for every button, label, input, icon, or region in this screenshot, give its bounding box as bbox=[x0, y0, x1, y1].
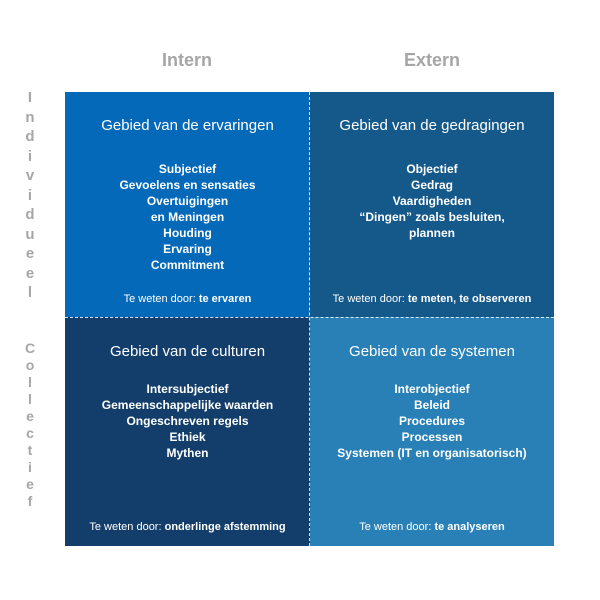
row-label-letter: e bbox=[25, 264, 35, 282]
footer-prefix: Te weten door: bbox=[89, 521, 165, 533]
quadrant-item: Vaardigheden bbox=[392, 194, 472, 208]
row-label-letter: t bbox=[27, 442, 33, 458]
footer-prefix: Te weten door: bbox=[359, 521, 435, 533]
quadrant-item: Subjectief bbox=[158, 162, 217, 176]
row-label-letter: l bbox=[27, 284, 33, 301]
quadrant-item: plannen bbox=[408, 226, 455, 240]
quadrant-item: Ongeschreven regels bbox=[126, 414, 249, 428]
row-label-letter: u bbox=[25, 225, 35, 243]
quadrant-item: Processen bbox=[401, 430, 463, 444]
row-label-letter: i bbox=[27, 186, 33, 204]
quadrant-item: Mythen bbox=[166, 446, 209, 460]
horizontal-divider bbox=[65, 317, 554, 318]
footer-prefix: Te weten door: bbox=[332, 293, 408, 305]
quadrant-footer: Te weten door: te ervaren bbox=[65, 293, 310, 305]
quadrant-title: Gebied van de systemen bbox=[349, 343, 515, 360]
row-label-letter: d bbox=[25, 128, 35, 145]
row-label-letter: i bbox=[27, 147, 33, 165]
quadrant-title: Gebied van de ervaringen bbox=[101, 117, 274, 134]
quadrant-footer: Te weten door: onderlinge afstemming bbox=[65, 521, 310, 533]
quadrant-item: Ethiek bbox=[169, 430, 206, 444]
quadrant-item: Gedrag bbox=[410, 178, 453, 192]
quadrant-item: en Meningen bbox=[150, 210, 225, 224]
footer-emphasis: te meten, te observeren bbox=[407, 293, 532, 305]
quadrant-item: Gevoelens en sensaties bbox=[119, 178, 256, 192]
row-label-letter: e bbox=[26, 408, 34, 424]
quadrant-footer: Te weten door: te analyseren bbox=[310, 521, 554, 533]
footer-prefix: Te weten door: bbox=[123, 293, 199, 305]
row-label-letter: d bbox=[25, 206, 35, 223]
row-label-letter: c bbox=[26, 425, 34, 441]
quadrant-title: Gebied van de gedragingen bbox=[339, 117, 525, 134]
column-header-intern: Intern bbox=[161, 50, 212, 70]
quadrant-item: Intersubjectief bbox=[146, 382, 229, 396]
row-label-letter: i bbox=[28, 459, 32, 475]
footer-emphasis: te analyseren bbox=[434, 521, 505, 533]
quadrant-item: Overtuigingen bbox=[146, 194, 229, 208]
vertical-divider bbox=[309, 92, 310, 546]
quadrant-item: Ervaring bbox=[163, 242, 212, 256]
row-label-letter: n bbox=[25, 108, 35, 126]
quadrant-title: Gebied van de culturen bbox=[109, 343, 266, 360]
quadrant-item: Gemeenschappelijke waarden bbox=[101, 398, 274, 412]
quadrant-item: Houding bbox=[163, 226, 212, 240]
row-label-letter: C bbox=[24, 340, 36, 356]
row-label-letter: e bbox=[25, 245, 35, 262]
quadrant-item: Systemen (IT en organisatorisch) bbox=[337, 446, 527, 460]
row-label-letter: v bbox=[25, 167, 35, 184]
footer-emphasis: te ervaren bbox=[198, 293, 252, 305]
row-label-letter: l bbox=[28, 374, 32, 390]
quadrant-item: “Dingen” zoals besluiten, bbox=[359, 210, 505, 224]
row-label-letter: f bbox=[27, 493, 33, 509]
footer-emphasis: onderlinge afstemming bbox=[164, 521, 286, 533]
row-label-letter: I bbox=[27, 89, 33, 106]
column-header-extern: Extern bbox=[403, 50, 461, 70]
row-label-letter: o bbox=[25, 357, 35, 373]
row-label-letter: e bbox=[26, 476, 34, 492]
quadrant-footer: Te weten door: te meten, te observeren bbox=[310, 293, 554, 305]
quadrant-item: Interobjectief bbox=[394, 382, 470, 396]
quadrant-item: Objectief bbox=[406, 162, 458, 176]
row-label-letter: l bbox=[28, 391, 32, 407]
quadrant-item: Commitment bbox=[150, 258, 225, 272]
quadrant-item: Beleid bbox=[413, 398, 450, 412]
quadrant-item: Procedures bbox=[398, 414, 466, 428]
